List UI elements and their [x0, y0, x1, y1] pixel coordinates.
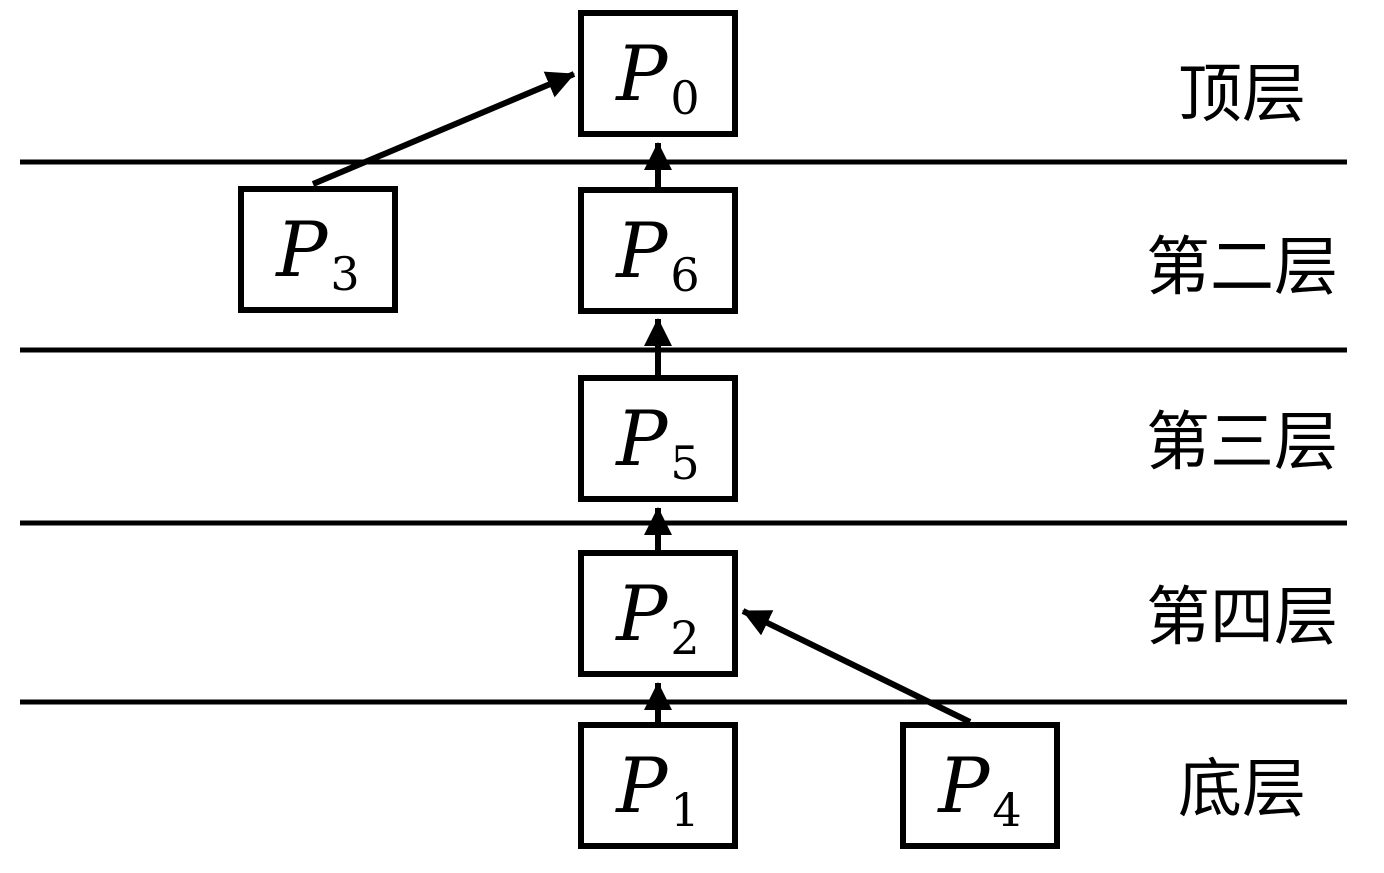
arrow-p3-to-p0	[311, 71, 576, 187]
node-p5-subscript: 5	[670, 435, 700, 490]
arrow-p4-to-p2	[741, 608, 972, 725]
node-p6-subscript: 6	[670, 247, 700, 302]
layer-label-top: 顶层	[1178, 58, 1306, 132]
layer-label-third: 第三层	[1146, 406, 1338, 480]
node-p3-subscript: 3	[330, 246, 360, 301]
node-p6-label: P	[616, 205, 668, 295]
node-p3-label: P	[276, 204, 328, 294]
layer-label-fourth: 第四层	[1146, 581, 1338, 655]
node-p5-label: P	[616, 393, 668, 483]
node-p2-label: P	[616, 568, 668, 658]
node-p2-subscript: 2	[670, 610, 700, 665]
layer-label-second: 第二层	[1146, 231, 1338, 305]
node-p1-label: P	[616, 740, 668, 830]
node-p0-subscript: 0	[670, 70, 700, 125]
layer-label-bottom: 底层	[1178, 753, 1306, 827]
node-p1-subscript: 1	[670, 782, 700, 837]
node-p4-label: P	[938, 740, 990, 830]
node-p0-label: P	[616, 28, 668, 118]
node-p4-subscript: 4	[992, 782, 1022, 837]
